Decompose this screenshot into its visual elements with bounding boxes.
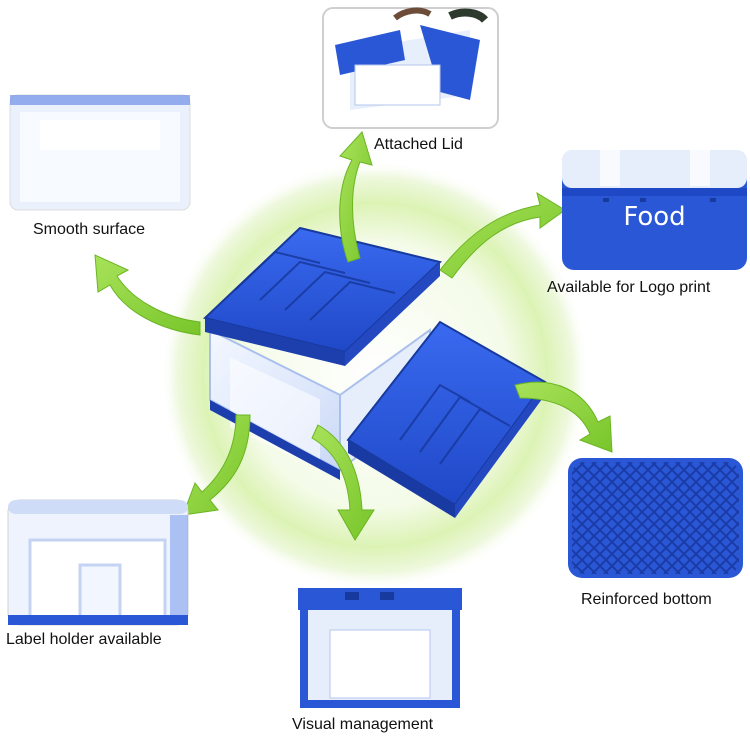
- grid-rib: [663, 462, 739, 574]
- central-crate: [202, 226, 547, 518]
- grid-rib: [572, 462, 609, 574]
- grid-rib: [711, 462, 739, 574]
- grid-rib: [711, 462, 739, 574]
- arrow-smooth-surface: [94, 254, 201, 336]
- thumb-logo-print: [562, 150, 747, 270]
- grid-rib: [699, 462, 739, 574]
- grid-rib: [699, 462, 739, 574]
- label-attached-lid: Attached Lid: [374, 136, 463, 153]
- grid-rib: [639, 462, 739, 574]
- arrow-reinforced-bottom: [514, 381, 613, 453]
- grid-rib: [579, 462, 693, 574]
- grid-rib: [615, 462, 729, 574]
- grid-rib: [603, 462, 717, 574]
- grid-rib: [572, 462, 597, 574]
- grid-rib: [572, 462, 669, 574]
- thumb-smooth-surface: [9, 94, 191, 211]
- grid-rib: [591, 462, 705, 574]
- label-smooth-surface: Smooth surface: [33, 221, 146, 238]
- label-logo-print: Available for Logo print: [547, 279, 711, 296]
- arrow-visual-management: [311, 424, 375, 541]
- grid-rib: [675, 462, 739, 574]
- grid-rib: [572, 462, 597, 574]
- logo-sample-text: Food: [623, 202, 686, 232]
- thumb-reinforced-bottom: [568, 458, 743, 578]
- label-reinforced-bottom: Reinforced bottom: [581, 591, 712, 608]
- thumb-label-holder: [7, 499, 189, 626]
- grid-rib: [627, 462, 739, 574]
- grid-rib: [572, 462, 609, 574]
- grid-rib: [572, 462, 681, 574]
- grid-rib: [651, 462, 739, 574]
- thumb-attached-lid: [322, 7, 499, 129]
- label-visual-management: Visual management: [292, 716, 434, 733]
- grid-rib: [572, 462, 633, 574]
- grid-rib: [572, 462, 657, 574]
- grid-rib: [687, 462, 739, 574]
- thumb-visual-management: [298, 588, 462, 708]
- grid-rib: [687, 462, 739, 574]
- logo-thumbnail-overlay: Food: [562, 150, 747, 270]
- grid-rib: [572, 462, 621, 574]
- label-label-holder: Label holder available: [6, 631, 162, 648]
- arrow-attached-lid: [339, 131, 373, 263]
- grid-rib: [572, 462, 621, 574]
- grid-rib: [572, 462, 645, 574]
